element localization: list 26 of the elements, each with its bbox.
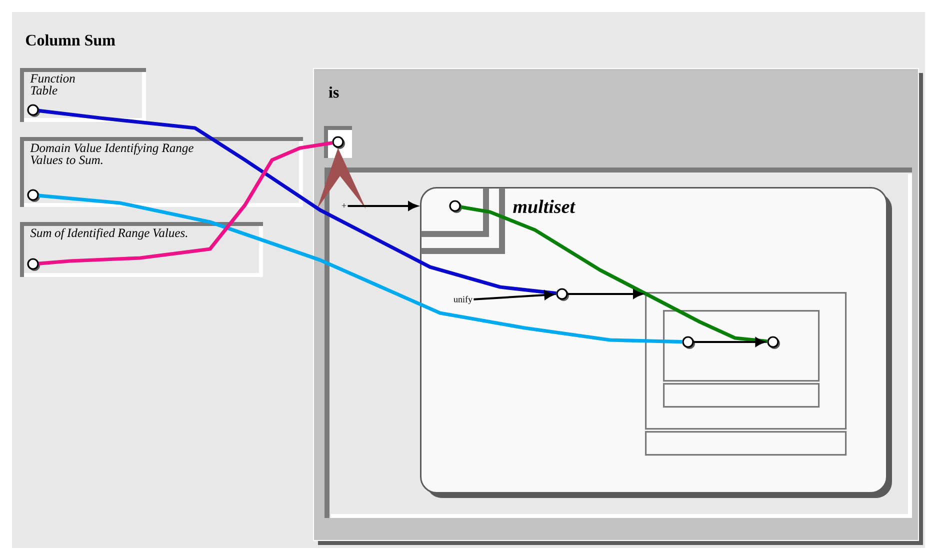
wire <box>38 141 333 266</box>
arrow <box>694 337 765 347</box>
wire <box>38 108 556 296</box>
arrow <box>474 290 554 300</box>
input-box: Function Table <box>20 68 146 122</box>
arrow <box>348 201 418 211</box>
operator-label: unify <box>454 296 472 304</box>
port-circle <box>556 288 569 301</box>
input-box: Domain Value Identifying Range Values to Sum. <box>20 137 304 208</box>
port-circle <box>27 189 40 202</box>
wire <box>38 194 682 344</box>
port-circle <box>27 104 40 117</box>
port-circle <box>449 200 462 213</box>
port-circle <box>682 336 695 349</box>
port-circle <box>767 336 780 349</box>
port-circle <box>332 136 345 149</box>
nested-box <box>645 292 847 430</box>
operator-label: + <box>342 203 346 208</box>
title: Column Sum <box>26 34 116 46</box>
arrow <box>568 289 643 299</box>
wire <box>460 205 768 344</box>
output-box: Sum of Identified Range Values. <box>20 222 264 278</box>
nested-box <box>663 310 820 382</box>
port-circle <box>27 258 40 271</box>
nested-box <box>663 383 820 408</box>
nested-box <box>645 431 847 456</box>
